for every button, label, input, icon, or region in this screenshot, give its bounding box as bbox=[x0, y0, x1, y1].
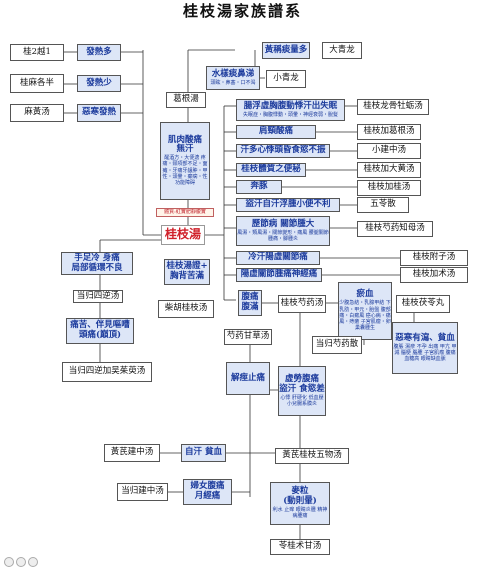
node-futong-head: 腹痛 bbox=[241, 292, 259, 303]
node-chijing: 桂枝湯證+ 胸背苦滿 bbox=[164, 259, 210, 285]
node-jianbei: 肩頸酸痛 bbox=[236, 125, 316, 139]
node-ehan-sub: 腹脹 濕疹 不孕 出痛 甲亢 甲減 腦梗 腦腫 子宮肌瘤 腹痛 血糖高 眼睛缺血… bbox=[393, 343, 457, 363]
node-ehan: 惡寒有瀉、貧血 腹脹 濕疹 不孕 出痛 甲亢 甲減 腦梗 腦腫 子宮肌瘤 腹痛 … bbox=[392, 322, 458, 374]
node-gejiagen: 桂枝加葛根汤 bbox=[357, 124, 421, 140]
node-xuluo-sub: 心悸 肝硬化 低血壓 小兒腸系膜炎 bbox=[280, 394, 324, 407]
node-jiazhu: 桂枝加术汤 bbox=[400, 267, 468, 283]
node-huangqi-jz: 黃芪建中汤 bbox=[104, 444, 160, 462]
node-fahanshao: 發熱少 bbox=[77, 75, 121, 92]
node-yuxue: 瘀血 少腹急結・乳腺甲結 下乳肋・甲元・胎盤 腹部痛・白癜風 癌心病・痛風・痔瘡… bbox=[338, 282, 392, 340]
viewer-toolbar bbox=[0, 554, 485, 567]
node-futong-head2: 腹滿 bbox=[241, 302, 259, 312]
node-mengcha-head: 麥粒 bbox=[291, 486, 309, 497]
node-lenghan: 冷汗陽虛關節痛 bbox=[236, 251, 320, 265]
node-jiejing: 解痙止痛 bbox=[226, 362, 270, 395]
node-shouzu-head2: 局部循環不良 bbox=[71, 262, 123, 273]
node-bentun: 奔豚 bbox=[236, 180, 282, 194]
node-longgu: 桂枝龙骨牡蛎汤 bbox=[357, 99, 429, 115]
node-xuluo-head2: 盜汗 食慾差 bbox=[279, 383, 325, 394]
node-shouzu-head: 手足冷 身痛 bbox=[74, 252, 120, 263]
node-mengcha: 麥粒 (動則暈) 利水 止痒 眼睛炎腫 精神病腫痛 bbox=[270, 482, 330, 525]
node-yuxue-sub: 少腹急結・乳腺甲結 下乳肋・甲元・胎盤 腹部痛・白癜風 癌心病・痛風・痔瘡 子宮… bbox=[339, 300, 391, 332]
center-guizhitang: 桂枝湯 bbox=[161, 225, 205, 245]
node-chijing-head: 桂枝湯證+ bbox=[166, 261, 208, 272]
node-shouzu: 手足冷 身痛 局部循環不良 bbox=[61, 252, 133, 275]
node-wuhanfare: 惡寒發熱 bbox=[77, 104, 121, 122]
node-shuiyang-sub: 頭眩・鼻塞・口不渴 bbox=[210, 79, 256, 86]
node-mengcha-head2: (動則暈) bbox=[283, 496, 317, 507]
node-tongfeng: 痛苦、伴見嘔嘈 頭痛(巔頂) bbox=[66, 318, 134, 344]
node-ganghao: 芍药甘草汤 bbox=[224, 329, 272, 345]
node-jiagui: 桂枝加桂汤 bbox=[357, 180, 421, 196]
node-fuzi: 桂枝附子汤 bbox=[400, 250, 468, 266]
node-tongfeng-head: 痛苦、伴見嘔嘈 bbox=[70, 320, 130, 331]
node-lingzhu: 苓桂术甘汤 bbox=[270, 539, 330, 555]
node-danggui-si: 当归四逆汤 bbox=[73, 290, 123, 303]
node-wuling: 五苓散 bbox=[357, 197, 409, 213]
node-xiongbi-head: 腸浮虛胸腹動悸汗出失眠 bbox=[243, 100, 338, 111]
node-guimaban: 桂麻各半 bbox=[10, 74, 64, 93]
node-mahuangtang: 麻黃汤 bbox=[10, 104, 64, 122]
node-jirou-sub: 醒酒方・大便溏 疼痛・頸項部不足・面瘫・牙痛牙龈肿・甲性・頭暈・癫痫・性功能障碍 bbox=[162, 155, 208, 187]
node-shaoyao: 桂枝芍药汤 bbox=[278, 295, 326, 313]
node-daqinglong: 大青龙 bbox=[322, 42, 362, 59]
node-guanjie-sub: 風濕・類風濕・關節變形・痛風 腰腿關節腫痛・腳腫炎 bbox=[237, 229, 329, 242]
page-title: 桂枝湯家族譜系 bbox=[182, 2, 302, 20]
node-fukuan-head2: 月經痛 bbox=[194, 491, 221, 501]
node-dahuang: 桂枝加大黄汤 bbox=[357, 162, 421, 178]
node-jirou-head: 肌肉酸痛 bbox=[167, 134, 202, 145]
node-jirou-head2: 無汗 bbox=[176, 144, 194, 155]
node-shuiyang: 水樣痰鼻涕 頭眩・鼻塞・口不渴 bbox=[206, 66, 260, 90]
node-xiaobian: 盜汗自汗浮腫小便不利 bbox=[236, 198, 340, 212]
node-zihan: 自汗 貧血 bbox=[181, 444, 226, 462]
node-jirou: 肌肉酸痛 無汗 醒酒方・大便溏 疼痛・頸項部不足・面瘫・牙痛牙龈肿・甲性・頭暈・… bbox=[160, 122, 210, 200]
node-yangxu: 陽虛關節腫痛神經痛 bbox=[236, 268, 322, 282]
node-guanjie-head: 歷節病 關節腫大 bbox=[251, 218, 315, 229]
node-xiaojianzhong: 小建中汤 bbox=[357, 143, 421, 159]
node-tongfeng-head2: 頭痛(巔頂) bbox=[78, 330, 122, 340]
node-xuluo-head: 虚勞腹痛 bbox=[284, 373, 319, 384]
node-guizhiwuwu: 黃芪桂枝五物汤 bbox=[275, 448, 349, 464]
node-huangqin: 黃稱痰量多 bbox=[262, 42, 310, 59]
node-xiongbi: 腸浮虛胸腹動悸汗出失眠 失眠症・胸腹悸動・頭暈・神經衰弱・脫髮 bbox=[236, 99, 345, 121]
node-chijing-head2: 胸背苦滿 bbox=[169, 271, 204, 281]
node-guanjie: 歷節病 關節腫大 風濕・類風濕・關節變形・痛風 腰腿關節腫痛・腳腫炎 bbox=[236, 216, 330, 246]
node-danggui-wu: 当归四逆加吴茱萸汤 bbox=[62, 362, 152, 382]
node-danggui-jz: 当归建中汤 bbox=[117, 483, 168, 501]
node-gegentang: 葛根湯 bbox=[166, 92, 206, 108]
node-fukuan-head: 婦女腹痛 bbox=[190, 481, 225, 492]
node-fuling: 桂枝茯苓丸 bbox=[396, 295, 450, 313]
node-ehan-head: 惡寒有瀉、貧血 bbox=[395, 332, 455, 343]
node-xiongbi-sub: 失眠症・胸腹悸動・頭暈・神經衰弱・脫髮 bbox=[242, 111, 338, 118]
node-fukuan: 婦女腹痛 月經痛 bbox=[183, 479, 232, 505]
node-yuxue-head: 瘀血 bbox=[356, 289, 374, 300]
node-xuluo: 虚勞腹痛 盜汗 食慾差 心悸 肝硬化 低血壓 小兒腸系膜炎 bbox=[278, 366, 326, 416]
node-guizhi2yue1: 桂2越1 bbox=[10, 44, 64, 61]
node-mengcha-sub: 利水 止痒 眼睛炎腫 精神病腫痛 bbox=[272, 507, 328, 520]
node-danggui-shaoyao: 当归芍药散 bbox=[312, 336, 362, 354]
node-zhimu: 桂枝芍药知母汤 bbox=[357, 221, 433, 237]
node-hanbuzhi: 汗多心悸頭昏食慾不振 bbox=[236, 144, 330, 158]
node-chaihu: 柴胡桂枝汤 bbox=[158, 300, 214, 318]
node-shuiyang-head: 水樣痰鼻涕 bbox=[211, 68, 255, 79]
node-fahanduo: 發熱多 bbox=[77, 44, 121, 61]
node-futong: 腹痛 腹滿 bbox=[238, 290, 262, 316]
node-xiaoqinglong: 小青龙 bbox=[266, 70, 306, 88]
node-fuzhang: 桂枝體質之便秘 bbox=[236, 163, 306, 177]
center-note: 體質:紅實肥靜腹實 bbox=[156, 208, 214, 217]
